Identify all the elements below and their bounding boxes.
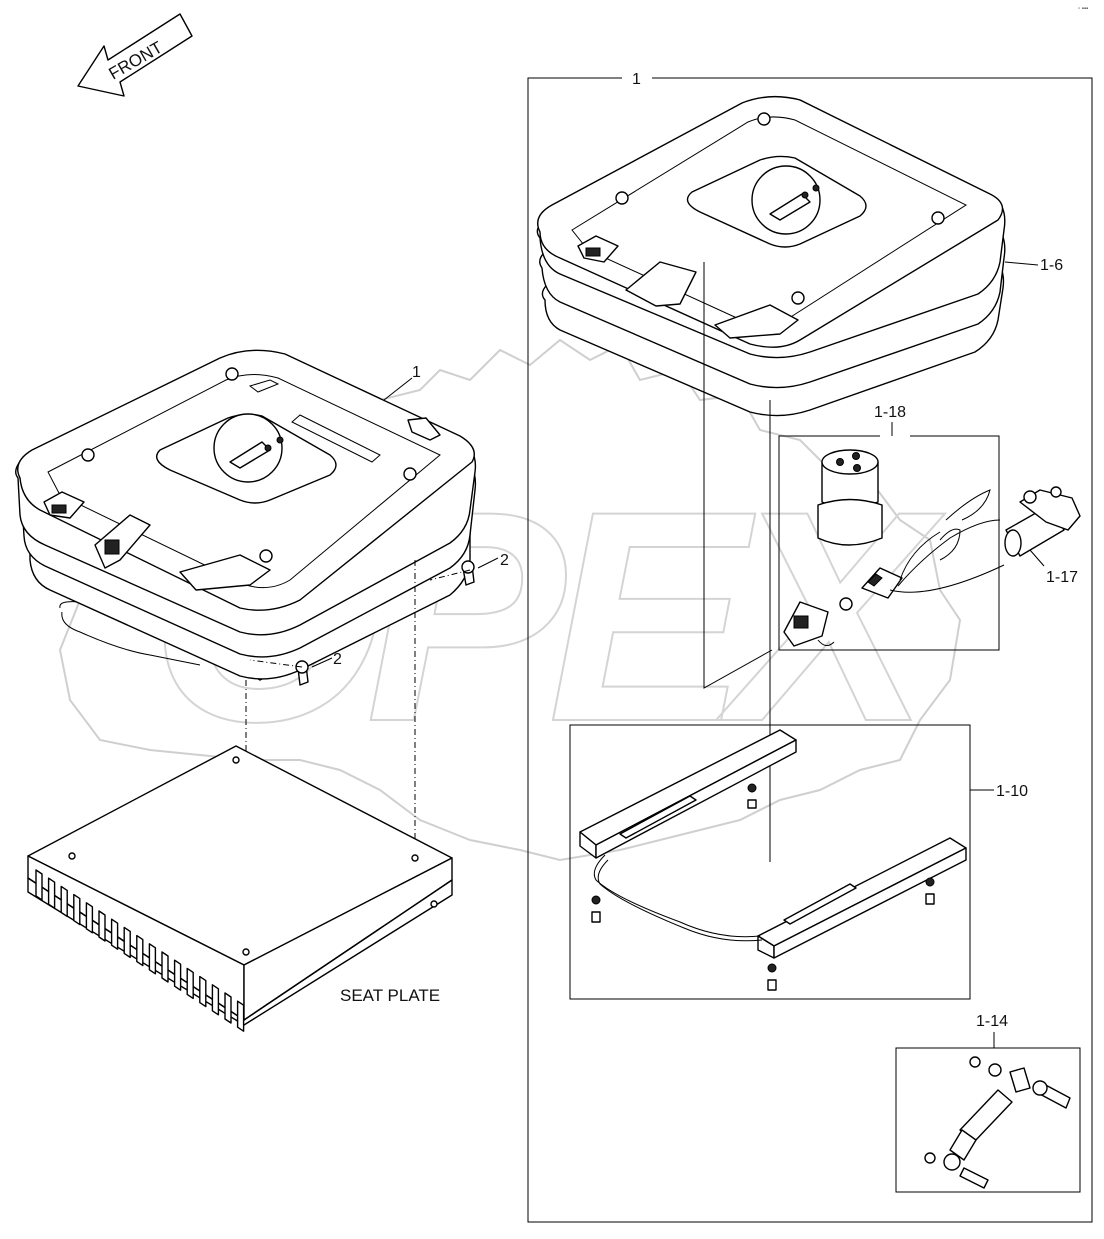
vent-slot — [236, 1000, 245, 1032]
vent-slot — [148, 943, 157, 975]
vent-slot — [161, 951, 169, 983]
corner-mark: ▫ ▪▪▪ — [1078, 6, 1088, 12]
vent-slot — [199, 975, 207, 1008]
seat-left — [15, 349, 477, 686]
label-bolt-b: 2 — [333, 651, 342, 668]
vent-slot — [73, 893, 81, 926]
front-arrow: FRONT — [77, 13, 193, 97]
seat-plate — [27, 745, 453, 1032]
vent-slot — [173, 959, 182, 991]
vent-slot — [85, 902, 94, 934]
slide-rail-parts — [579, 729, 967, 991]
label-seat-plate: SEAT PLATE — [340, 986, 440, 1005]
vent-slot — [60, 885, 68, 918]
label-switch-group: 1-18 — [874, 404, 906, 421]
knob-icon — [213, 413, 283, 483]
label-compressor: 1-17 — [1046, 569, 1078, 586]
bolt-2a — [461, 560, 475, 586]
vent-slot — [98, 910, 106, 942]
plate-slots — [35, 869, 245, 1032]
vent-slot — [186, 967, 194, 1000]
vent-slot — [35, 869, 43, 901]
vent-slot — [211, 984, 220, 1016]
switch-group-frame — [778, 435, 1000, 651]
slide-rail-frame — [569, 724, 971, 1000]
arrow-left-icon — [77, 13, 193, 97]
vent-slot — [110, 918, 119, 950]
vent-slot — [136, 934, 144, 967]
label-slide-rail: 1-10 — [996, 783, 1028, 800]
vent-slot — [224, 992, 232, 1024]
label-bolt-a: 2 — [500, 552, 509, 569]
label-assembly: 1 — [632, 71, 641, 88]
label-seat: 1 — [412, 364, 421, 381]
vent-slot — [123, 926, 131, 959]
label-cushion: 1-6 — [1040, 257, 1063, 274]
switch-group-parts — [783, 449, 1081, 647]
vent-slot — [47, 877, 56, 909]
label-damper: 1-14 — [976, 1013, 1008, 1030]
damper-frame — [895, 1047, 1081, 1193]
cushion-1-6 — [536, 95, 1006, 417]
assembly-frame — [527, 77, 1093, 1223]
damper-parts — [924, 1056, 1071, 1189]
